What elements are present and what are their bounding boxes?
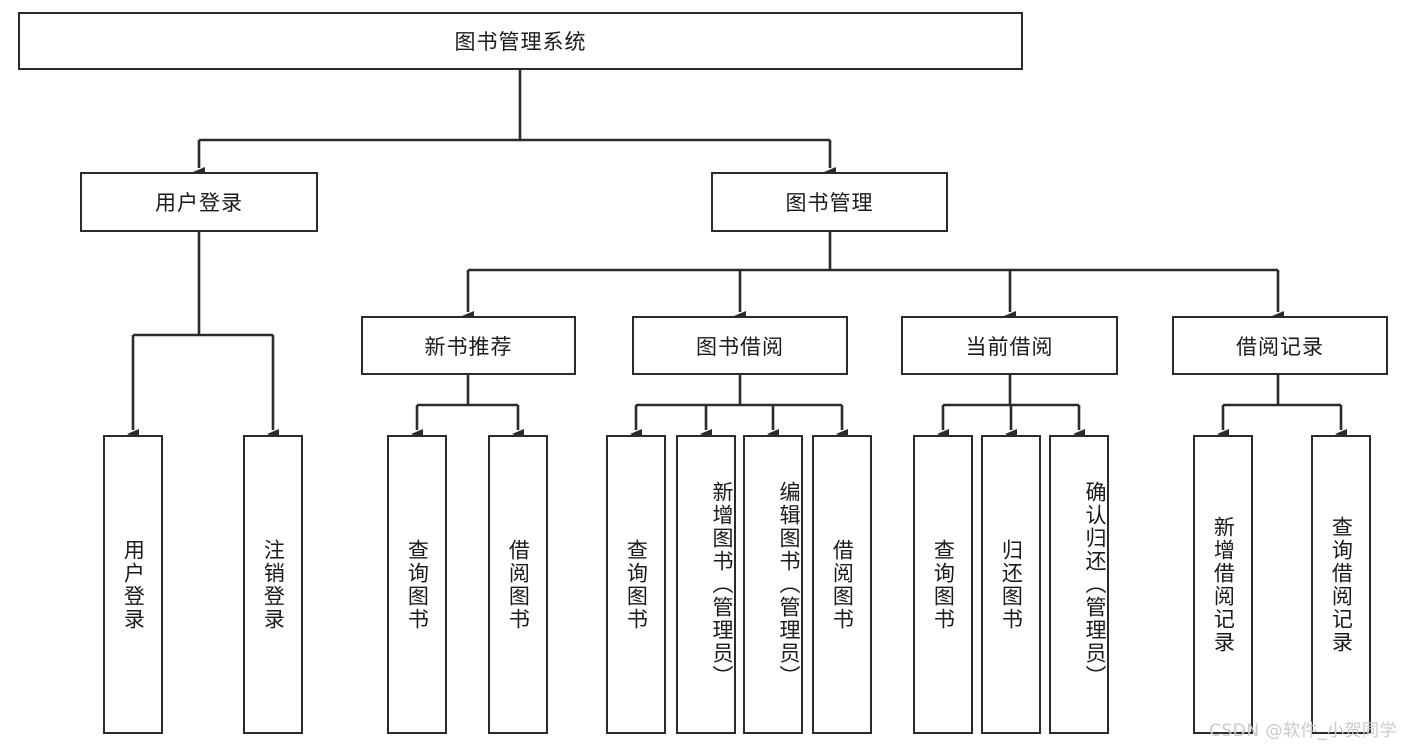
node-label: 新书推荐 xyxy=(424,334,513,359)
node-label: 图书借阅 xyxy=(696,334,784,359)
node-label: 当前借阅 xyxy=(965,334,1054,359)
node-new-book-recommend[interactable]: 新书推荐 xyxy=(361,316,576,375)
node-label: 用户登录 xyxy=(121,538,146,631)
leaf-borrow-record-add-record[interactable]: 新增借阅记录 xyxy=(1193,435,1253,734)
node-label: 图书管理系统 xyxy=(454,30,587,54)
node-book-management[interactable]: 图书管理 xyxy=(711,172,948,232)
node-user-login[interactable]: 用户登录 xyxy=(80,172,318,232)
node-label: 用户登录 xyxy=(155,191,243,215)
node-label: 注销登录 xyxy=(261,538,286,631)
node-label: 归还图书 xyxy=(999,538,1024,631)
node-label: 查询图书 xyxy=(624,538,649,631)
leaf-user-login-login[interactable]: 用户登录 xyxy=(103,435,163,734)
node-label: 图书管理 xyxy=(785,191,874,215)
node-borrow-record[interactable]: 借阅记录 xyxy=(1172,316,1388,375)
leaf-new-book-query-book[interactable]: 查询图书 xyxy=(387,435,447,734)
node-root-book-management-system[interactable]: 图书管理系统 xyxy=(18,12,1023,70)
leaf-current-borrow-return-book[interactable]: 归还图书 xyxy=(981,435,1041,734)
node-book-borrow[interactable]: 图书借阅 xyxy=(632,316,848,375)
node-label: 新增借阅记录 xyxy=(1211,515,1236,654)
node-current-borrow[interactable]: 当前借阅 xyxy=(901,316,1118,375)
node-label: 查询借阅记录 xyxy=(1329,515,1354,654)
node-label: 借阅图书 xyxy=(830,538,855,631)
node-label: 确认归还（管理员） xyxy=(1083,481,1107,688)
leaf-book-borrow-edit-book-admin[interactable]: 编辑图书（管理员） xyxy=(743,435,803,734)
node-label: 查询图书 xyxy=(931,538,956,631)
node-label: 编辑图书（管理员） xyxy=(777,481,801,688)
leaf-book-borrow-borrow-book[interactable]: 借阅图书 xyxy=(812,435,872,734)
leaf-user-login-logout[interactable]: 注销登录 xyxy=(243,435,303,734)
node-label: 借阅记录 xyxy=(1236,334,1324,359)
leaf-current-borrow-confirm-return-admin[interactable]: 确认归还（管理员） xyxy=(1049,435,1109,734)
node-label: 查询图书 xyxy=(405,538,430,631)
leaf-borrow-record-query-record[interactable]: 查询借阅记录 xyxy=(1311,435,1371,734)
leaf-current-borrow-query-book[interactable]: 查询图书 xyxy=(913,435,973,734)
leaf-new-book-borrow-book[interactable]: 借阅图书 xyxy=(488,435,548,734)
leaf-book-borrow-query-book[interactable]: 查询图书 xyxy=(606,435,666,734)
leaf-book-borrow-add-book-admin[interactable]: 新增图书（管理员） xyxy=(676,435,736,734)
node-label: 借阅图书 xyxy=(506,538,531,631)
node-label: 新增图书（管理员） xyxy=(710,481,734,688)
